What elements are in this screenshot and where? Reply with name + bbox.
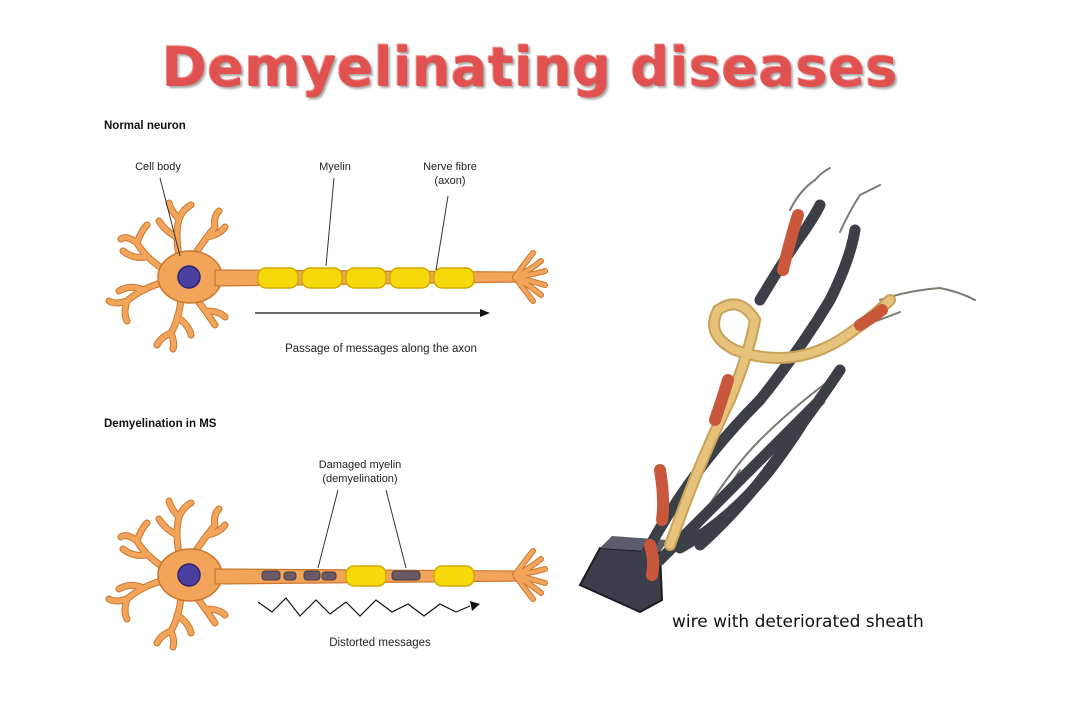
damaged-myelin-fragment: [283, 571, 297, 581]
damaged-myelin-label-line1: Damaged myelin: [318, 459, 402, 471]
damaged-myelin-fragment: [321, 571, 337, 581]
nerve-fibre-label-line1: Nerve fibre: [423, 161, 477, 173]
ms-heading: Demyelination in MS: [104, 418, 217, 430]
myelin-segment: [301, 267, 343, 289]
myelin-segment: [345, 565, 387, 587]
myelin-pointer: [325, 177, 335, 267]
damaged-myelin-fragment: [303, 570, 321, 581]
orange-sheath-pieces: [644, 209, 888, 581]
normal-nucleus: [177, 265, 201, 289]
wire-photo-caption: wire with deteriorated sheath: [672, 612, 924, 632]
myelin-segment: [257, 267, 299, 289]
damaged-pointer-left: [317, 489, 339, 569]
damaged-myelin-label: Damaged myelin (demyelination): [300, 458, 420, 486]
myelin-segment: [433, 565, 475, 587]
ms-nucleus: [177, 563, 201, 587]
tan-wire: [666, 296, 894, 549]
damaged-myelin-fragment: [391, 570, 421, 581]
frayed-strands: [689, 167, 976, 541]
damaged-pointer-right: [385, 489, 407, 569]
wire-plug: [578, 546, 664, 614]
wire-photo: [578, 167, 976, 614]
myelin-segment: [389, 267, 431, 289]
normal-arrow-caption: Passage of messages along the axon: [285, 343, 477, 355]
nerve-fibre-pointer: [435, 195, 449, 271]
normal-neuron: [109, 177, 545, 349]
damaged-myelin-label-line2: (demyelination): [322, 473, 398, 485]
myelin-label: Myelin: [319, 161, 351, 173]
myelin-segment: [433, 267, 475, 289]
ms-neuron: [109, 489, 545, 647]
cell-body-label: Cell body: [135, 161, 181, 173]
nerve-fibre-label-line2: (axon): [434, 175, 466, 187]
tan-wire-outline: [664, 294, 896, 551]
distorted-message-arrow: [257, 597, 471, 617]
slide-title: Demyelinating diseases: [162, 36, 898, 99]
dark-wires: [639, 199, 861, 566]
normal-neuron-heading: Normal neuron: [104, 120, 186, 132]
ms-arrow-caption: Distorted messages: [329, 637, 431, 649]
damaged-myelin-fragment: [261, 570, 281, 581]
distorted-arrowhead: [470, 601, 480, 611]
normal-arrowhead: [480, 309, 490, 317]
myelin-segment: [345, 267, 387, 289]
nerve-fibre-label: Nerve fibre (axon): [410, 160, 490, 188]
cell-body-pointer: [159, 177, 181, 257]
